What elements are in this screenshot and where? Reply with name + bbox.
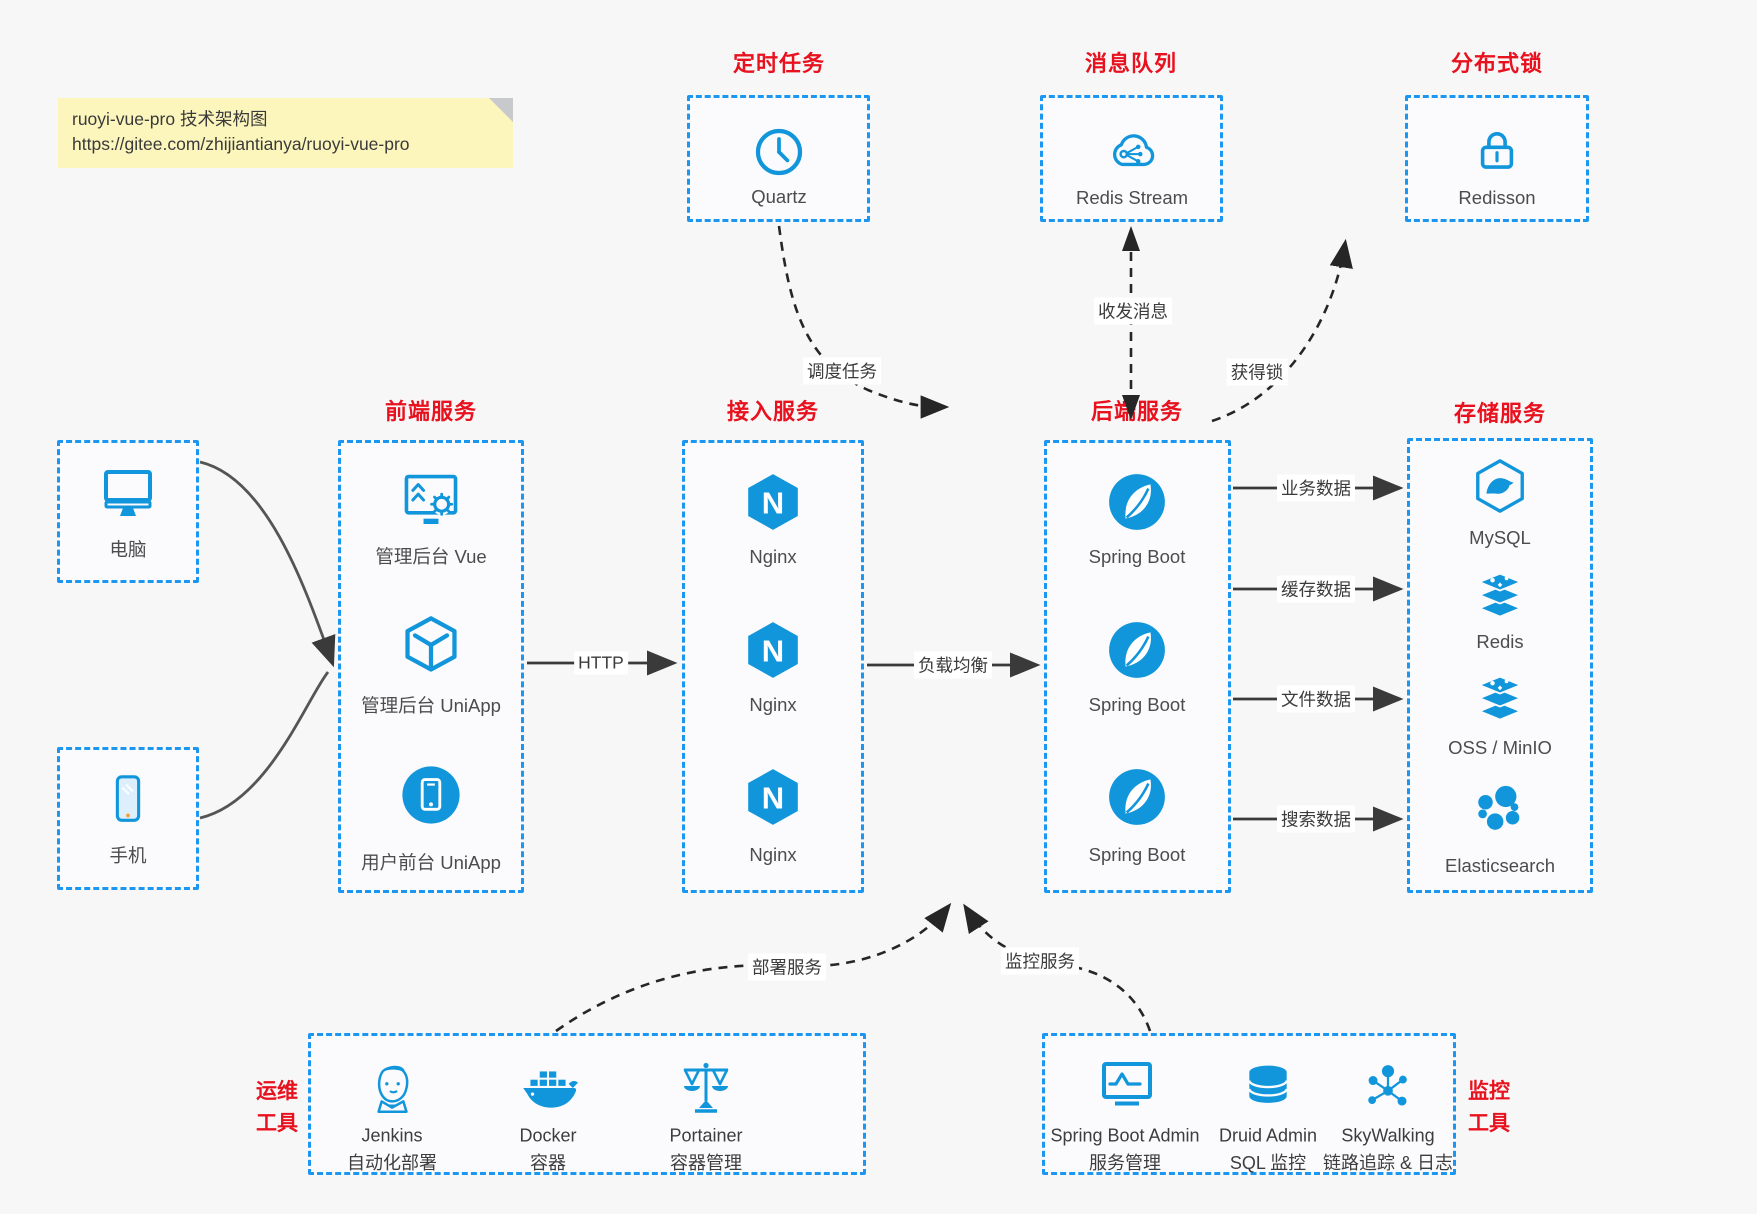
computer-icon — [98, 462, 158, 522]
jenkins-icon — [361, 1058, 423, 1120]
note-url: https://gitee.com/zhijiantianya/ruoyi-vu… — [72, 134, 410, 154]
redis-stack-icon — [1472, 569, 1528, 625]
group-title-access: 接入服务 — [726, 399, 820, 424]
clock-icon — [751, 124, 807, 180]
node-redis-stream-label: Redis Stream — [1075, 187, 1189, 208]
node-druid-desc: SQL 监控 — [1229, 1153, 1307, 1173]
node-sba-label: Spring Boot Admin — [1050, 1125, 1200, 1146]
node-jenkins-label: Jenkins — [361, 1125, 423, 1146]
group-title-frontend: 前端服务 — [384, 399, 478, 424]
group-title-ops-line2: 工具 — [256, 1112, 298, 1135]
spring-boot-icon — [1106, 471, 1168, 533]
edge-label-file-data: 文件数据 — [1277, 685, 1355, 713]
edge-label-deploy: 部署服务 — [748, 953, 826, 981]
node-skywalking-desc: 链路追踪 & 日志 — [1322, 1153, 1454, 1173]
node-oss-minio-label: OSS / MinIO — [1448, 737, 1552, 758]
node-jenkins-desc: 自动化部署 — [347, 1153, 437, 1173]
edge-label-schedule: 调度任务 — [803, 357, 881, 385]
spring-boot-icon — [1106, 766, 1168, 828]
edge-label-lock: 获得锁 — [1226, 358, 1288, 386]
node-mobile-label: 手机 — [109, 845, 147, 866]
arrow-pc-to-frontend — [199, 460, 336, 668]
note-title: ruoyi-vue-pro 技术架构图 — [72, 109, 268, 129]
group-title-distributed-lock: 分布式锁 — [1450, 51, 1544, 76]
node-portainer-label: Portainer — [669, 1125, 743, 1146]
edge-label-search-data: 搜索数据 — [1277, 805, 1355, 833]
elasticsearch-icon — [1471, 781, 1529, 839]
group-title-message-queue: 消息队列 — [1084, 51, 1178, 76]
group-title-backend: 后端服务 — [1090, 399, 1184, 424]
spring-boot-admin-icon — [1095, 1056, 1155, 1116]
edge-label-message: 收发消息 — [1094, 297, 1172, 325]
note-fold-corner — [489, 98, 513, 122]
user-app-icon — [398, 762, 464, 828]
node-nginx-label: Nginx — [749, 546, 797, 567]
portainer-icon — [676, 1059, 736, 1119]
uniapp-cube-icon — [399, 613, 463, 677]
nginx-icon — [742, 619, 804, 681]
box-monitor-tools — [1042, 1033, 1456, 1175]
edge-label-monitor: 监控服务 — [1001, 947, 1079, 975]
nginx-icon — [742, 766, 804, 828]
group-title-monitor-line2: 工具 — [1468, 1112, 1510, 1135]
edge-label-load-balance: 负载均衡 — [914, 651, 992, 679]
arrow-acquire-lock — [1211, 238, 1353, 423]
node-elasticsearch-label: Elasticsearch — [1444, 855, 1556, 876]
group-title-monitor-line1: 监控 — [1468, 1080, 1510, 1103]
node-nginx-label: Nginx — [749, 844, 797, 865]
node-docker-label: Docker — [519, 1125, 577, 1146]
node-quartz-label: Quartz — [751, 186, 807, 207]
node-redisson-label: Redisson — [1458, 187, 1536, 208]
mysql-icon — [1471, 457, 1529, 515]
node-mysql-label: MySQL — [1469, 527, 1531, 548]
edge-label-http: HTTP — [574, 651, 628, 675]
spring-boot-icon — [1106, 619, 1168, 681]
node-pc-label: 电脑 — [109, 539, 147, 560]
vue-admin-icon — [399, 468, 463, 532]
docker-icon — [517, 1058, 579, 1120]
group-title-storage: 存储服务 — [1453, 401, 1547, 426]
node-docker-desc: 容器 — [530, 1153, 566, 1173]
sticky-note: ruoyi-vue-pro 技术架构图 https://gitee.com/zh… — [58, 98, 513, 168]
node-user-uniapp-label: 用户前台 UniApp — [361, 852, 501, 873]
node-skywalking-label: SkyWalking — [1341, 1125, 1435, 1146]
druid-database-icon — [1240, 1060, 1296, 1116]
phone-icon — [99, 770, 157, 828]
nginx-icon — [742, 471, 804, 533]
lock-icon — [1470, 123, 1524, 177]
node-sba-desc: 服务管理 — [1089, 1153, 1161, 1173]
node-spring-boot-label: Spring Boot — [1088, 546, 1186, 567]
box-quartz — [687, 95, 870, 222]
cloud-share-icon — [1101, 120, 1163, 182]
oss-stack-icon — [1472, 672, 1528, 728]
node-nginx-label: Nginx — [749, 694, 797, 715]
node-portainer-desc: 容器管理 — [670, 1153, 742, 1173]
edge-label-biz-data: 业务数据 — [1277, 474, 1355, 502]
node-spring-boot-label: Spring Boot — [1088, 694, 1186, 715]
node-admin-vue-label: 管理后台 Vue — [375, 546, 487, 567]
node-admin-uniapp-label: 管理后台 UniApp — [361, 695, 501, 716]
group-title-scheduled-task: 定时任务 — [732, 51, 826, 76]
node-redis-label: Redis — [1476, 631, 1524, 652]
node-spring-boot-label: Spring Boot — [1088, 844, 1186, 865]
arrow-mobile-to-frontend — [199, 671, 330, 820]
node-druid-label: Druid Admin — [1218, 1125, 1318, 1146]
edge-label-cache-data: 缓存数据 — [1277, 575, 1355, 603]
arrow-message-head-up — [1122, 226, 1140, 251]
group-title-ops-line1: 运维 — [256, 1080, 298, 1103]
skywalking-icon — [1360, 1060, 1416, 1116]
